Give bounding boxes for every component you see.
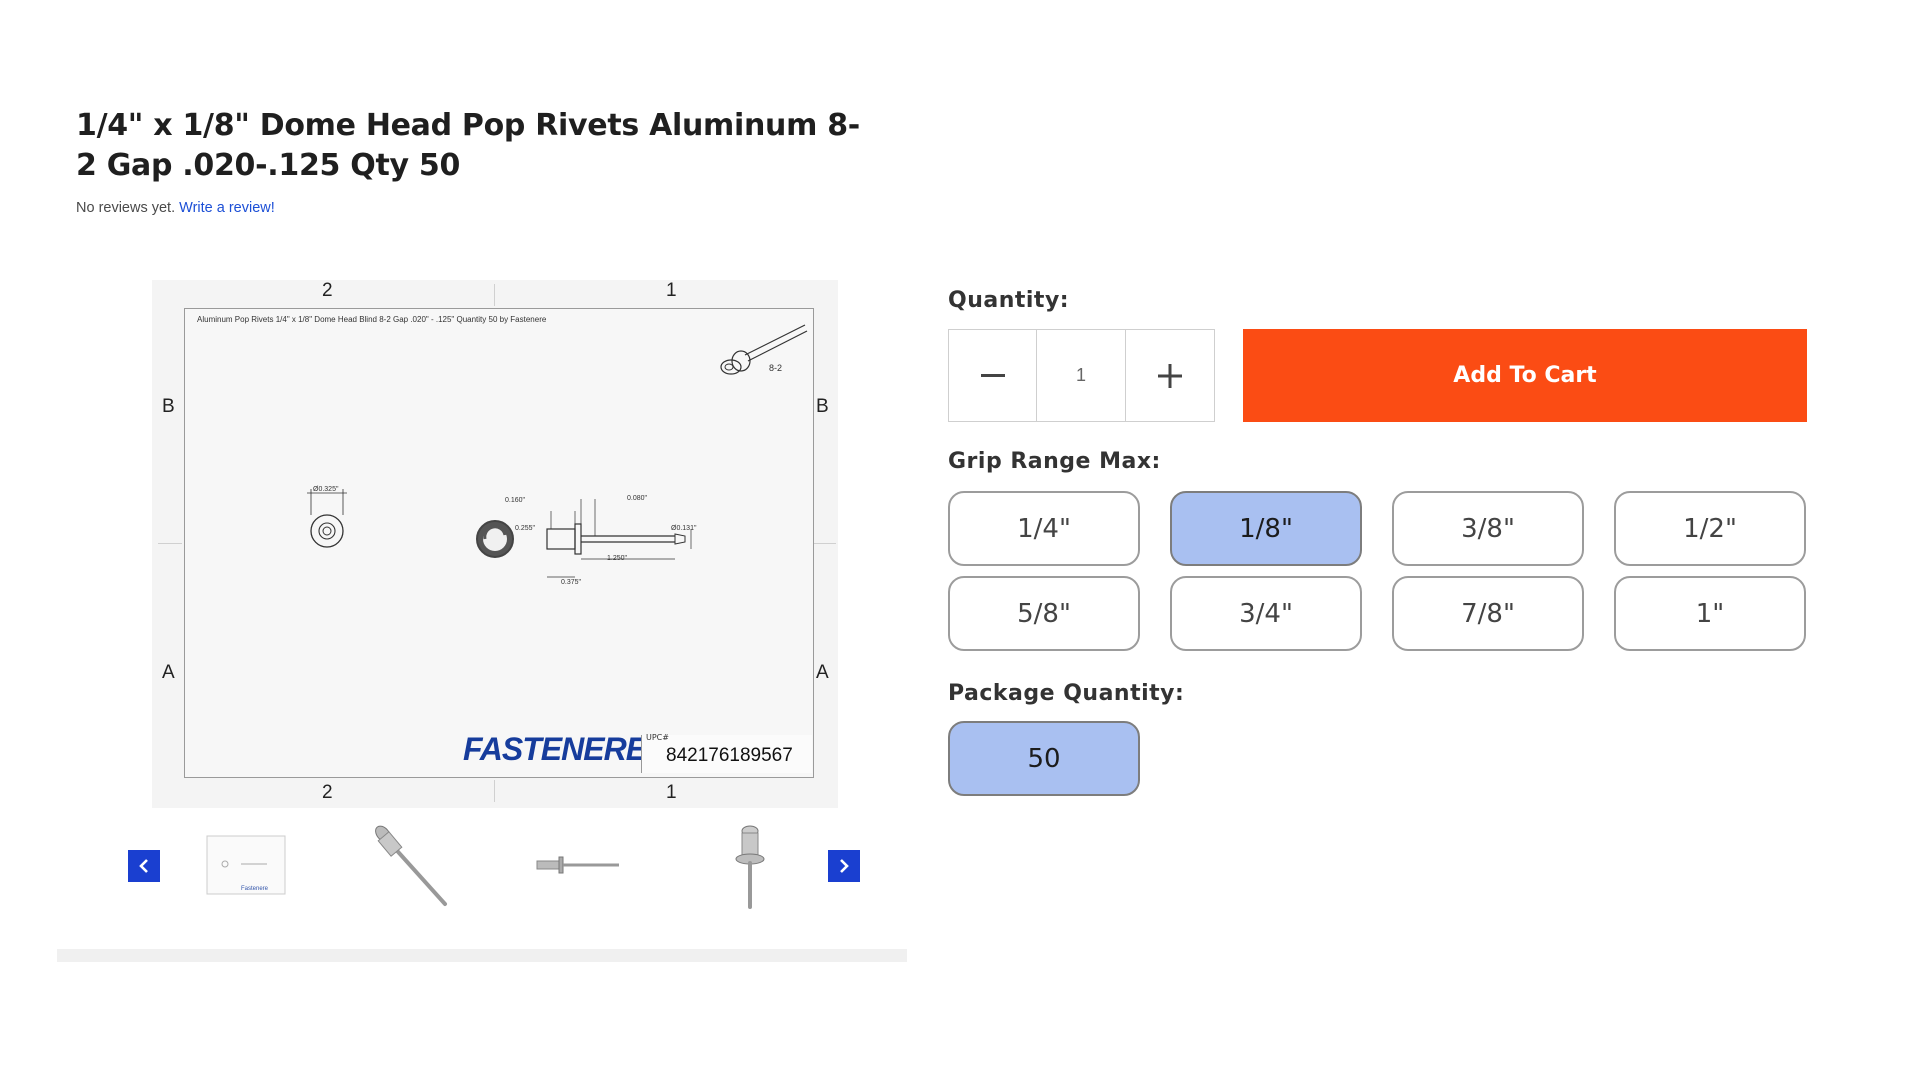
frame-tick xyxy=(158,543,182,544)
dim-label: 0.080" xyxy=(627,495,648,502)
frame-tick xyxy=(494,284,495,306)
brand-logo: FASTENERE xyxy=(463,731,647,767)
thumbnail-rivet-side[interactable] xyxy=(528,820,628,910)
drawing-sheet: Aluminum Pop Rivets 1/4" x 1/8" Dome Hea… xyxy=(184,308,814,778)
grip-option-7-8[interactable]: 7/8" xyxy=(1392,576,1584,651)
reviews-line: No reviews yet. Write a review! xyxy=(76,200,275,216)
add-to-cart-button[interactable]: Add To Cart xyxy=(1243,329,1807,422)
grip-option-1-2[interactable]: 1/2" xyxy=(1614,491,1806,566)
drawing-thumbnail-icon: Fastenere xyxy=(206,835,286,895)
dim-label: Ø0.325" xyxy=(313,486,339,493)
thumbnail-rivet-vertical[interactable] xyxy=(700,820,800,910)
grip-range-label: Grip Range Max: xyxy=(948,449,1161,474)
dim-label: Ø0.131" xyxy=(671,525,697,532)
quantity-label: Quantity: xyxy=(948,288,1070,313)
dim-label: 0.375" xyxy=(561,579,582,586)
upc-value: 842176189567 xyxy=(666,745,793,766)
dim-label: 0.160" xyxy=(505,497,526,504)
rivet-vertical-icon xyxy=(735,825,765,909)
upc-box: UPC# 842176189567 xyxy=(641,733,812,773)
chevron-left-icon xyxy=(139,859,148,873)
grip-option-3-8[interactable]: 3/8" xyxy=(1392,491,1584,566)
rivet-end-view-icon xyxy=(307,489,347,548)
zone-label: B xyxy=(162,396,175,417)
reviews-text: No reviews yet. xyxy=(76,200,176,216)
quantity-value: 1 xyxy=(1075,365,1086,385)
carousel-next-button[interactable] xyxy=(828,850,860,882)
grip-option-5-8[interactable]: 5/8" xyxy=(948,576,1140,651)
package-quantity-label: Package Quantity: xyxy=(948,681,1185,706)
zone-label: 2 xyxy=(322,782,333,803)
frame-tick xyxy=(812,543,836,544)
part-label: 8-2 xyxy=(769,363,783,373)
minus-icon xyxy=(980,373,1005,377)
grip-option-3-4[interactable]: 3/4" xyxy=(1170,576,1362,651)
package-option-50[interactable]: 50 xyxy=(948,721,1140,796)
zone-label: 2 xyxy=(322,280,333,301)
gallery-divider xyxy=(57,949,907,962)
rivet-angled-icon xyxy=(375,825,447,906)
rivet-sketch-icon xyxy=(720,324,808,375)
zone-label: 1 xyxy=(666,782,677,803)
svg-text:Fastenere: Fastenere xyxy=(241,886,269,892)
write-review-link[interactable]: Write a review! xyxy=(179,200,275,216)
zone-label: A xyxy=(816,662,829,683)
rivet-side-view-icon xyxy=(476,499,692,578)
rivet-side-icon xyxy=(536,856,619,874)
quantity-decrease-button[interactable] xyxy=(949,330,1038,421)
grip-option-1-4[interactable]: 1/4" xyxy=(948,491,1140,566)
thumbnail-rivet-angled[interactable] xyxy=(360,820,460,910)
quantity-stepper: 1 xyxy=(948,329,1215,422)
plus-icon xyxy=(1157,363,1182,388)
grip-option-1-8[interactable]: 1/8" xyxy=(1170,491,1362,566)
thumbnail-drawing[interactable]: Fastenere xyxy=(196,820,296,910)
frame-tick xyxy=(494,780,495,802)
carousel-prev-button[interactable] xyxy=(128,850,160,882)
zone-label: 1 xyxy=(666,280,677,301)
quantity-input[interactable]: 1 xyxy=(1037,330,1126,421)
main-product-image[interactable]: 2 1 B A B A 2 1 Aluminum Pop Rivets 1/4"… xyxy=(152,280,838,808)
upc-label: UPC# xyxy=(646,733,669,742)
grip-option-1[interactable]: 1" xyxy=(1614,576,1806,651)
zone-label: B xyxy=(816,396,829,417)
quantity-increase-button[interactable] xyxy=(1126,330,1214,421)
drawing-caption: Aluminum Pop Rivets 1/4" x 1/8" Dome Hea… xyxy=(197,315,547,324)
product-title: 1/4" x 1/8" Dome Head Pop Rivets Aluminu… xyxy=(76,108,860,183)
dim-label: 1.250" xyxy=(607,555,628,562)
zone-label: A xyxy=(162,662,175,683)
dim-label: 0.255" xyxy=(515,525,536,532)
chevron-right-icon xyxy=(840,859,849,873)
